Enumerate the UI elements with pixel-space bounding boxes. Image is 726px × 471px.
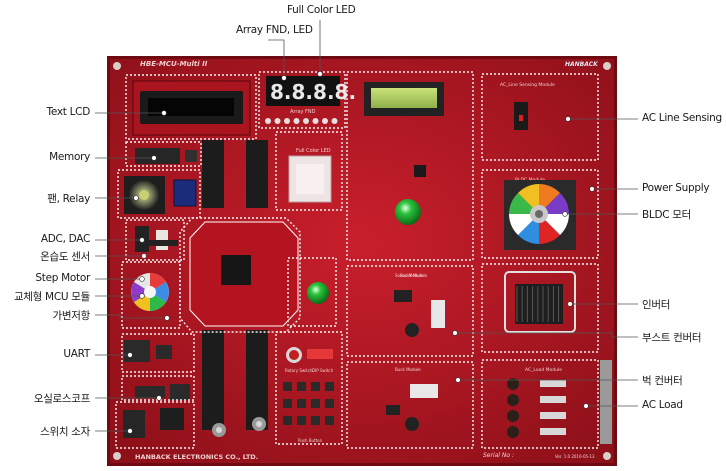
module-boost: Boost Module <box>394 273 445 337</box>
label-memory: Memory <box>49 151 90 163</box>
boost-silk: Boost Module <box>400 273 428 278</box>
push-button-silk: Push Button <box>298 438 323 443</box>
label-text-lcd: Text LCD <box>46 106 91 118</box>
label-full-color-led: Full Color LED <box>287 4 356 16</box>
resistor <box>540 380 566 387</box>
module-bnc <box>212 417 266 437</box>
module-full-color-led: Full Color LED <box>288 148 332 203</box>
push-button <box>311 416 320 425</box>
label-power-supply: Power Supply <box>642 182 710 194</box>
module-ac-line: AC_Line Sensing Module <box>500 82 555 130</box>
label-inverter: 인버터 <box>642 299 671 311</box>
push-button <box>283 416 292 425</box>
led <box>322 118 328 124</box>
push-button <box>283 399 292 408</box>
module-step-motor <box>131 273 169 311</box>
ac-load-silk: AC_Load Module <box>525 367 562 373</box>
rotary-switch-silk: Rotary Switch <box>285 368 313 373</box>
push-button <box>325 416 334 425</box>
module-fan-relay <box>124 176 197 214</box>
board-version-text: Ver. 1.0 2010-05-13 <box>555 454 595 459</box>
label-step-motor: Step Motor <box>35 272 90 284</box>
module-connectors <box>202 140 268 430</box>
module-text-lcd <box>132 80 251 136</box>
label-temp-humidity: 온습도 센서 <box>40 251 90 263</box>
module-rotary-dip: Rotary Switch DIP Switch <box>285 347 334 373</box>
array-fnd-silk: Array FND <box>290 109 316 115</box>
leader-lines <box>95 20 638 432</box>
led <box>331 118 338 124</box>
buck-silk: Buck Module <box>395 367 421 372</box>
led <box>303 118 309 124</box>
label-mcu-module: 교체형 MCU 모듈 <box>13 291 90 303</box>
module-inverter <box>504 271 576 333</box>
sound-silk: Sound Module <box>395 273 424 278</box>
resistor <box>540 396 566 403</box>
leader-dots <box>127 71 595 434</box>
board-maker-text: HANBACK ELECTRONICS CO., LTD. <box>135 453 258 461</box>
board-brand-text: HANBACK <box>565 61 599 68</box>
led-row <box>265 118 338 124</box>
fnd-digits: 8.8.8.8. <box>270 80 356 104</box>
push-button <box>283 382 292 391</box>
label-buck: 벅 컨버터 <box>642 375 683 387</box>
module-ac-load: AC_Load Module <box>507 360 612 444</box>
label-boost: 부스트 컨버터 <box>642 332 702 344</box>
module-oscilloscope <box>135 384 190 400</box>
module-memory <box>135 148 197 164</box>
module-outlines <box>115 71 599 449</box>
dip-switch-silk: DIP Switch <box>312 368 334 373</box>
module-mcu <box>189 221 299 327</box>
label-ac-line: AC Line Sensing <box>642 112 722 124</box>
module-push-buttons <box>283 382 334 425</box>
inductor <box>507 394 519 406</box>
led <box>284 118 290 124</box>
ac-line-silk: AC_Line Sensing Module <box>500 82 555 88</box>
label-ac-load: AC Load <box>642 399 683 411</box>
push-button <box>325 399 334 408</box>
label-fan-relay: 팬, Relay <box>47 193 90 205</box>
led <box>293 118 300 124</box>
module-bldc: BLDC Module <box>504 177 576 250</box>
module-potentiometer <box>307 282 329 304</box>
board-serial-text: Serial No : <box>483 452 514 459</box>
board-model-text: HBE-MCU-Multi II <box>140 60 208 68</box>
led <box>265 118 271 124</box>
label-uart: UART <box>63 348 90 360</box>
resistor <box>540 428 566 435</box>
heatsink <box>516 286 560 322</box>
push-button <box>297 382 306 391</box>
module-sound: Sound Module <box>364 82 444 278</box>
label-bldc: BLDC 모터 <box>642 209 692 221</box>
module-buck: Buck Module <box>386 367 438 431</box>
label-potentiometer: 가변저항 <box>52 310 91 322</box>
push-button <box>311 399 320 408</box>
led <box>274 118 281 124</box>
push-button <box>311 382 320 391</box>
inductor <box>507 410 519 422</box>
module-array-fnd: 8.8.8.8. Array FND <box>265 76 356 124</box>
push-button <box>325 382 334 391</box>
label-array-fnd-led: Array FND, LED <box>236 24 313 36</box>
label-oscilloscope: 오실로스코프 <box>33 393 90 405</box>
label-adc-dac: ADC, DAC <box>40 233 90 245</box>
inductor <box>507 378 519 390</box>
led <box>312 118 319 124</box>
push-button <box>297 399 306 408</box>
full-color-led-silk: Full Color LED <box>296 148 331 154</box>
label-switch: 스위치 소자 <box>40 426 90 438</box>
push-button <box>297 416 306 425</box>
resistor <box>540 412 566 419</box>
inductor <box>507 426 519 438</box>
ac-load-parts <box>507 378 566 438</box>
